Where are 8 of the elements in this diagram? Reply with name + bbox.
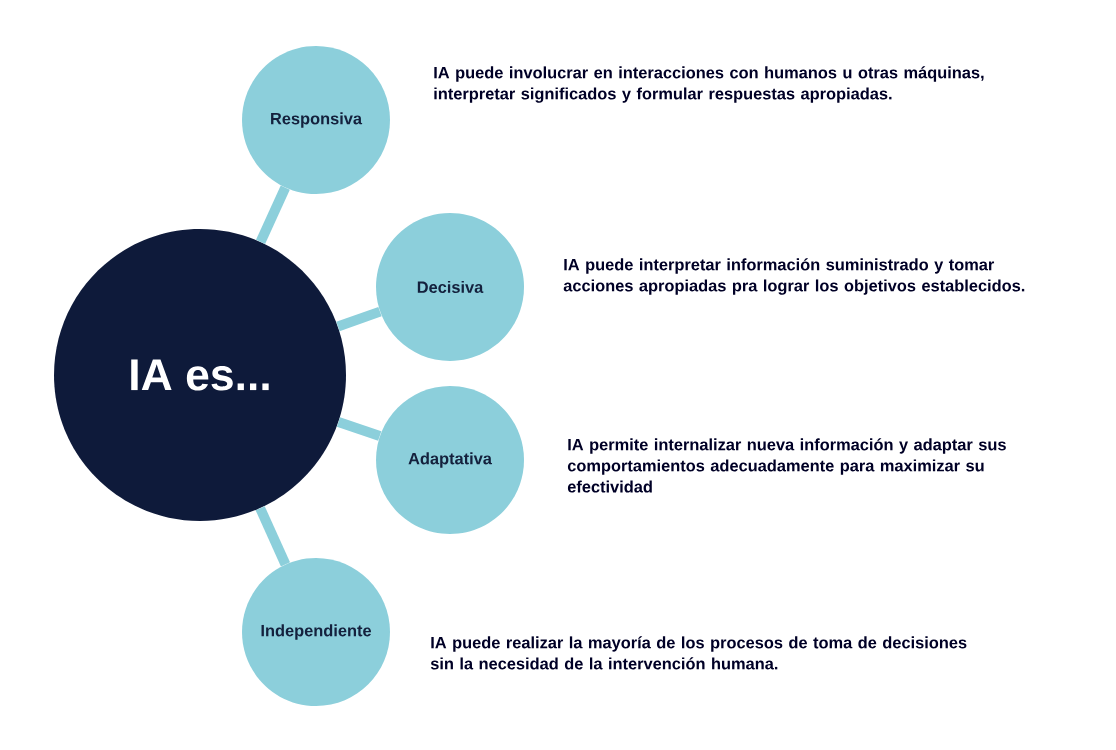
- connector-line: [256, 185, 290, 244]
- description-text: IA puede involucrar en interacciones con humanos u otras máquinas, interpretar significados y formular respuestas apropiadas.: [434, 66, 984, 103]
- connector-line: [336, 306, 382, 332]
- description-text: IA puede interpretar información suministrado y tomar acciones apropiadas pra lograr los objetivos establecidos.: [563, 258, 1025, 295]
- connector-line: [255, 506, 291, 567]
- description-text: IA permite internalizar nueva información y adaptar sus comportamientos adecuadamente para maximizar su efectividad: [567, 438, 1006, 493]
- connector-line: [336, 417, 382, 441]
- description-text: IA puede realizar la mayoría de los procesos de toma de decisiones sin la necesidad de la intervención humana.: [430, 636, 967, 670]
